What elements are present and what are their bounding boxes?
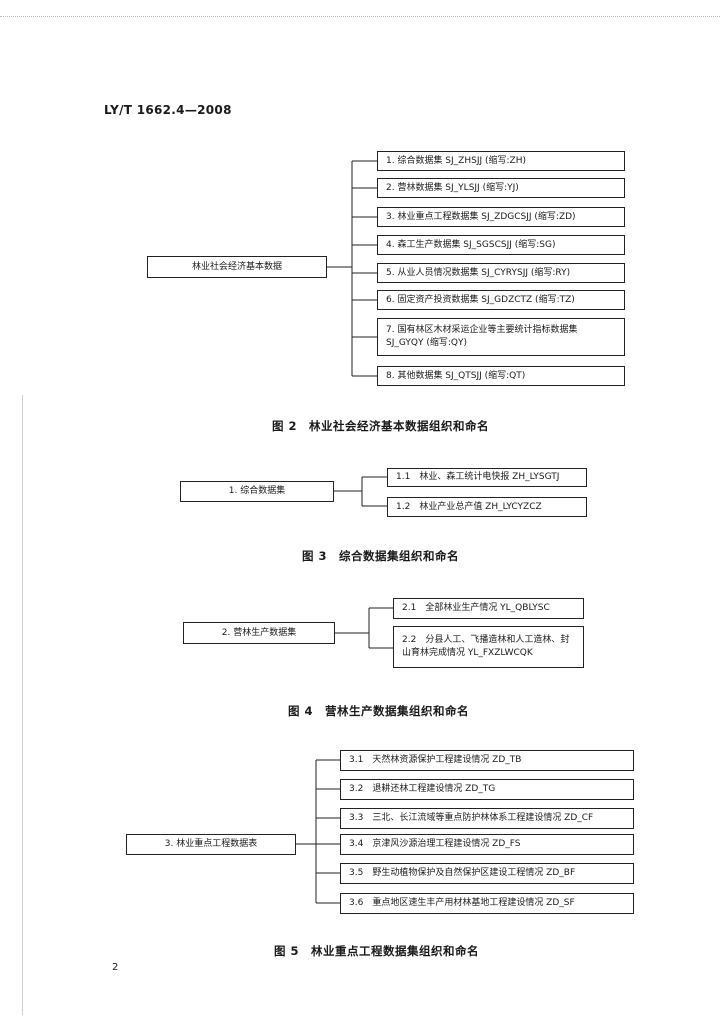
fig2-node-2: 2. 营林数据集 SJ_YLSJJ (缩写:YJ) [377,178,625,198]
fig2-node-1: 1. 综合数据集 SJ_ZHSJJ (缩写:ZH) [377,151,625,171]
fig5-node-2: 3.2 退耕还林工程建设情况 ZD_TG [340,779,634,800]
fig3-node-2: 1.2 林业产业总产值 ZH_LYCYZCZ [387,497,587,517]
fig5-caption: 图 5 林业重点工程数据集组织和命名 [274,944,480,958]
fig2-root-node: 林业社会经济基本数据 [147,256,327,278]
scan-edge-top [0,16,720,20]
fig2-node-5: 5. 从业人员情况数据集 SJ_CYRYSJJ (缩写:RY) [377,263,625,283]
standard-number: LY/T 1662.4—2008 [104,103,232,117]
fig2-node-4: 4. 森工生产数据集 SJ_SGSCSJJ (缩写:SG) [377,235,625,255]
fig4-caption: 图 4 营林生产数据集组织和命名 [288,704,470,718]
fig2-node-6: 6. 固定资产投资数据集 SJ_GDZCTZ (缩写:TZ) [377,290,625,310]
fig4-node-2: 2.2 分县人工、飞播造林和人工造林、封山育林完成情况 YL_FXZLWCQK [393,626,584,668]
fig2-node-8: 8. 其他数据集 SJ_QTSJJ (缩写:QT) [377,366,625,386]
fig2-node-7: 7. 国有林区木材采运企业等主要统计指标数据集 SJ_GYQY (缩写:QY) [377,318,625,356]
fig5-node-3: 3.3 三北、长江流域等重点防护林体系工程建设情况 ZD_CF [340,808,634,829]
fig3-caption: 图 3 综合数据集组织和命名 [302,549,460,563]
fig3-root-node: 1. 综合数据集 [180,481,334,502]
fig4-root-node: 2. 营林生产数据集 [183,622,335,644]
fig2-caption: 图 2 林业社会经济基本数据组织和命名 [272,419,490,433]
fig5-node-4: 3.4 京津风沙源治理工程建设情况 ZD_FS [340,834,634,855]
page-number: 2 [112,962,119,973]
fig2-node-3: 3. 林业重点工程数据集 SJ_ZDGCSJJ (缩写:ZD) [377,207,625,227]
fig5-node-5: 3.5 野生动植物保护及自然保护区建设工程情况 ZD_BF [340,863,634,884]
fig5-root-node: 3. 林业重点工程数据表 [126,834,296,855]
fig4-node-1: 2.1 全部林业生产情况 YL_QBLYSC [393,598,584,619]
fig5-node-6: 3.6 重点地区速生丰产用材林基地工程建设情况 ZD_SF [340,893,634,914]
scan-edge-left [22,395,23,1015]
fig5-node-1: 3.1 天然林资源保护工程建设情况 ZD_TB [340,750,634,771]
fig3-node-1: 1.1 林业、森工统计电快报 ZH_LYSGTJ [387,468,587,487]
